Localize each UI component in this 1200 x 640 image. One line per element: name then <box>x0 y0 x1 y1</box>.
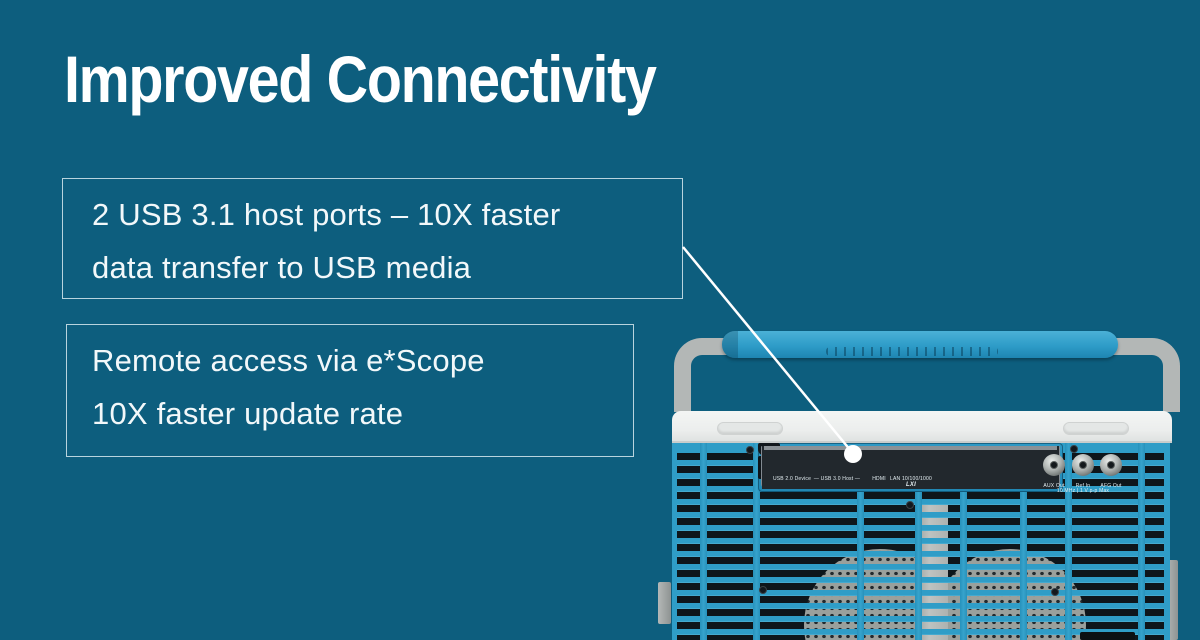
port-label-bnc-note: 10 MHz | 1 V p-p Max <box>1056 488 1110 494</box>
vent-spine <box>960 443 967 640</box>
io-panel: USB 2.0 Device — USB 3.0 Host — HDMI LAN… <box>758 443 1122 494</box>
lan-port <box>758 446 1059 489</box>
callout-box-usb: 2 USB 3.1 host ports – 10X faster data t… <box>62 178 683 299</box>
callout-box-escope: Remote access via e*Scope 10X faster upd… <box>66 324 634 457</box>
port-label-ref-in: Ref In <box>1075 483 1091 489</box>
vent-spine <box>1138 443 1145 640</box>
vent-spine <box>857 443 864 640</box>
chassis-screw <box>906 501 914 509</box>
page-title: Improved Connectivity <box>64 42 657 116</box>
chassis-screw <box>1051 588 1059 596</box>
deck-slot-left <box>717 422 783 435</box>
vent-spine <box>753 443 760 640</box>
vent-edge-right <box>1164 443 1170 640</box>
handle-grip <box>722 331 1118 358</box>
callout-escope-line-1: Remote access via e*Scope <box>92 343 485 378</box>
callout-usb-line-1: 2 USB 3.1 host ports – 10X faster <box>92 197 561 232</box>
port-label-hdmi: HDMI <box>872 476 886 482</box>
grip-ridges <box>826 347 998 356</box>
bottom-vent-label <box>1080 632 1135 640</box>
deck-slot-right <box>1063 422 1129 435</box>
callout-escope-line-2: 10X faster update rate <box>92 396 404 431</box>
port-label-lan: LAN 10/100/1000 <box>890 476 932 482</box>
bnc-aux-out <box>1043 454 1065 476</box>
chassis-screw <box>1070 445 1078 453</box>
vent-spine <box>700 443 707 640</box>
bnc-ref-in <box>1072 454 1094 476</box>
chassis-screw <box>746 446 754 454</box>
chassis-screw <box>759 586 767 594</box>
port-label-usb-host: — USB 3.0 Host — <box>813 476 861 482</box>
vent-spine <box>1020 443 1027 640</box>
port-label-afg-out: AFG Out <box>1100 483 1122 489</box>
lxi-logo: LXI <box>906 482 916 488</box>
callout-usb-line-2: data transfer to USB media <box>92 250 472 285</box>
vent-spine <box>915 443 922 640</box>
vent-spine <box>1065 443 1072 640</box>
port-label-aux-out: AUX Out <box>1043 483 1065 489</box>
top-deck <box>672 411 1172 443</box>
vent-edge-left <box>672 443 677 640</box>
device-body: USB 2.0 Device — USB 3.0 Host — HDMI LAN… <box>672 443 1170 640</box>
left-stand <box>658 582 671 624</box>
bnc-afg-out <box>1100 454 1122 476</box>
port-label-usb-device: USB 2.0 Device <box>772 476 812 482</box>
